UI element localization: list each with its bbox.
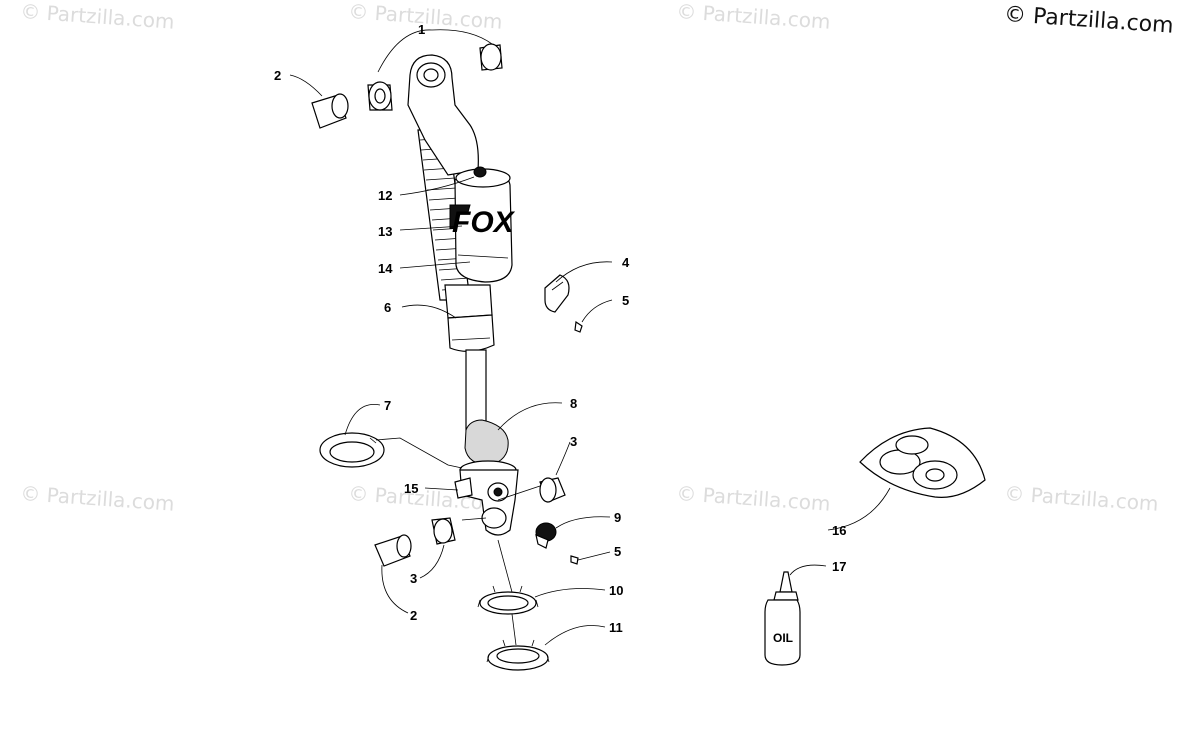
part-2-sleeve [374,534,412,567]
callout-1[interactable]: 1 [418,22,425,37]
bump-stop [464,419,509,466]
callout-15[interactable]: 15 [404,481,418,496]
callout-11[interactable]: 11 [609,620,623,635]
leader-lines [289,29,891,646]
oil-label: OIL [773,631,793,645]
part-3-spacer [539,477,566,503]
callout-17[interactable]: 17 [832,559,846,574]
watermark: © Partzilla.com [676,481,832,516]
shock-shaft [465,349,487,431]
callout-13[interactable]: 13 [378,224,392,239]
callout-5[interactable]: 5 [614,544,621,559]
watermark: © Partzilla.com [348,0,504,34]
callout-3[interactable]: 3 [410,571,417,586]
part-5-screw [574,320,583,333]
callout-16[interactable]: 16 [832,523,846,538]
watermark: © Partzilla.com [20,481,176,516]
callouts: 1 2 12 13 14 4 5 6 7 8 3 15 9 5 3 2 10 1… [274,22,846,635]
watermark: © Partzilla.com [1004,481,1160,516]
upper-mount [407,54,479,176]
callout-14[interactable]: 14 [378,261,393,276]
part-15-clip [454,477,473,499]
watermarks: © Partzilla.com © Partzilla.com © Partzi… [20,0,1160,516]
part-16-seal-kit [859,427,986,498]
callout-10[interactable]: 10 [609,583,623,598]
part-4-knob [544,274,570,313]
part-3-spacer [431,517,456,545]
callout-5[interactable]: 5 [622,293,629,308]
callout-4[interactable]: 4 [622,255,630,270]
reservoir: FOX [449,166,516,283]
shock-assembly: FOX [407,54,519,536]
part-17-oil-bottle: OIL [764,571,801,666]
watermark: © Partzilla.com [20,0,176,34]
part-1-bushing [479,43,503,71]
part-7-ring [319,432,385,468]
part-10-nut [477,585,539,615]
shock-body [444,284,495,352]
callout-3[interactable]: 3 [570,434,577,449]
callout-6[interactable]: 6 [384,300,391,315]
part-11-nut [486,639,550,671]
lower-mount [459,460,519,536]
part-5-screw [570,555,579,565]
part-1-bushing [367,81,393,111]
callout-2[interactable]: 2 [410,608,417,623]
callout-9[interactable]: 9 [614,510,621,525]
part-9-knob [535,522,557,549]
shock-brand-logo: FOX [452,206,516,239]
part-2-sleeve [311,93,349,129]
callout-12[interactable]: 12 [378,188,392,203]
watermark: © Partzilla.com [676,0,832,34]
callout-7[interactable]: 7 [384,398,391,413]
callout-8[interactable]: 8 [570,396,577,411]
callout-2[interactable]: 2 [274,68,281,83]
